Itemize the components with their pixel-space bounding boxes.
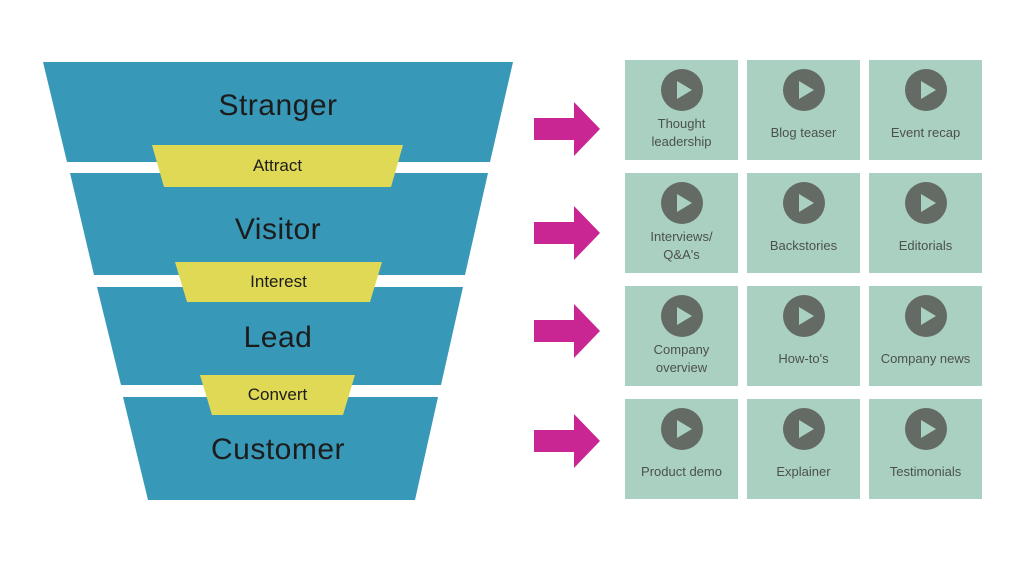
video-card-thought-leadership: Thought leadership (625, 60, 738, 160)
play-icon[interactable] (904, 182, 947, 224)
badge-interest-label: Interest (250, 272, 307, 291)
video-card-company-overview: Company overview (625, 286, 738, 386)
play-triangle-icon (798, 307, 814, 325)
play-triangle-icon (676, 194, 692, 212)
play-triangle-icon (920, 194, 936, 212)
video-card-company-news: Company news (869, 286, 982, 386)
badge-convert: Convert (200, 375, 355, 415)
video-card-how-tos: How-to's (747, 286, 860, 386)
card-label: Blog teaser (770, 124, 837, 140)
badge-convert-label: Convert (247, 385, 308, 404)
card-label: Company news (880, 350, 971, 366)
play-triangle-icon (920, 307, 936, 325)
right-arrow-icon (534, 102, 600, 156)
card-label: Testimonials (889, 463, 962, 479)
play-triangle-icon (798, 81, 814, 99)
right-arrow-icon (534, 304, 600, 358)
play-icon[interactable] (782, 408, 825, 450)
video-card-testimonials: Testimonials (869, 399, 982, 499)
play-triangle-icon (798, 194, 814, 212)
card-label: Interviews/ Q&A's (650, 228, 713, 262)
video-card-blog-teaser: Blog teaser (747, 60, 860, 160)
card-label: Product demo (641, 463, 722, 479)
play-icon[interactable] (660, 182, 703, 224)
card-label: Editorials (898, 237, 953, 253)
video-card-event-recap: Event recap (869, 60, 982, 160)
marketing-funnel: Stranger Visitor Lead Customer Attract I… (43, 62, 513, 500)
play-triangle-icon (676, 307, 692, 325)
play-icon[interactable] (660, 295, 703, 337)
badge-interest: Interest (175, 262, 382, 302)
video-card-explainer: Explainer (747, 399, 860, 499)
stage-label-visitor: Visitor (234, 213, 322, 246)
card-label: Event recap (890, 124, 961, 140)
play-icon[interactable] (782, 69, 825, 111)
play-icon[interactable] (660, 408, 703, 450)
play-triangle-icon (920, 420, 936, 438)
video-card-backstories: Backstories (747, 173, 860, 273)
card-label: Company overview (653, 341, 710, 375)
stage-label-stranger: Stranger (218, 89, 338, 122)
play-icon[interactable] (904, 295, 947, 337)
stage-label-lead: Lead (243, 321, 313, 354)
stage-label-customer: Customer (210, 433, 346, 466)
funnel-stage-visitor (70, 173, 488, 275)
play-icon[interactable] (904, 69, 947, 111)
card-label: How-to's (778, 350, 829, 366)
play-icon[interactable] (782, 295, 825, 337)
play-icon[interactable] (660, 69, 703, 111)
right-arrow-icon (534, 206, 600, 260)
play-triangle-icon (920, 81, 936, 99)
play-triangle-icon (676, 420, 692, 438)
card-label: Thought leadership (651, 115, 712, 149)
play-triangle-icon (798, 420, 814, 438)
right-arrow-icon (534, 414, 600, 468)
video-card-grid: Thought leadership Blog teaser Event rec… (625, 60, 982, 499)
badge-attract: Attract (152, 145, 403, 187)
badge-attract-label: Attract (252, 156, 303, 175)
video-card-editorials: Editorials (869, 173, 982, 273)
card-label: Explainer (776, 463, 831, 479)
play-icon[interactable] (904, 408, 947, 450)
video-card-interviews-qas: Interviews/ Q&A's (625, 173, 738, 273)
play-icon[interactable] (782, 182, 825, 224)
funnel-stage-lead (97, 287, 463, 385)
card-label: Backstories (769, 237, 838, 253)
play-triangle-icon (676, 81, 692, 99)
video-card-product-demo: Product demo (625, 399, 738, 499)
